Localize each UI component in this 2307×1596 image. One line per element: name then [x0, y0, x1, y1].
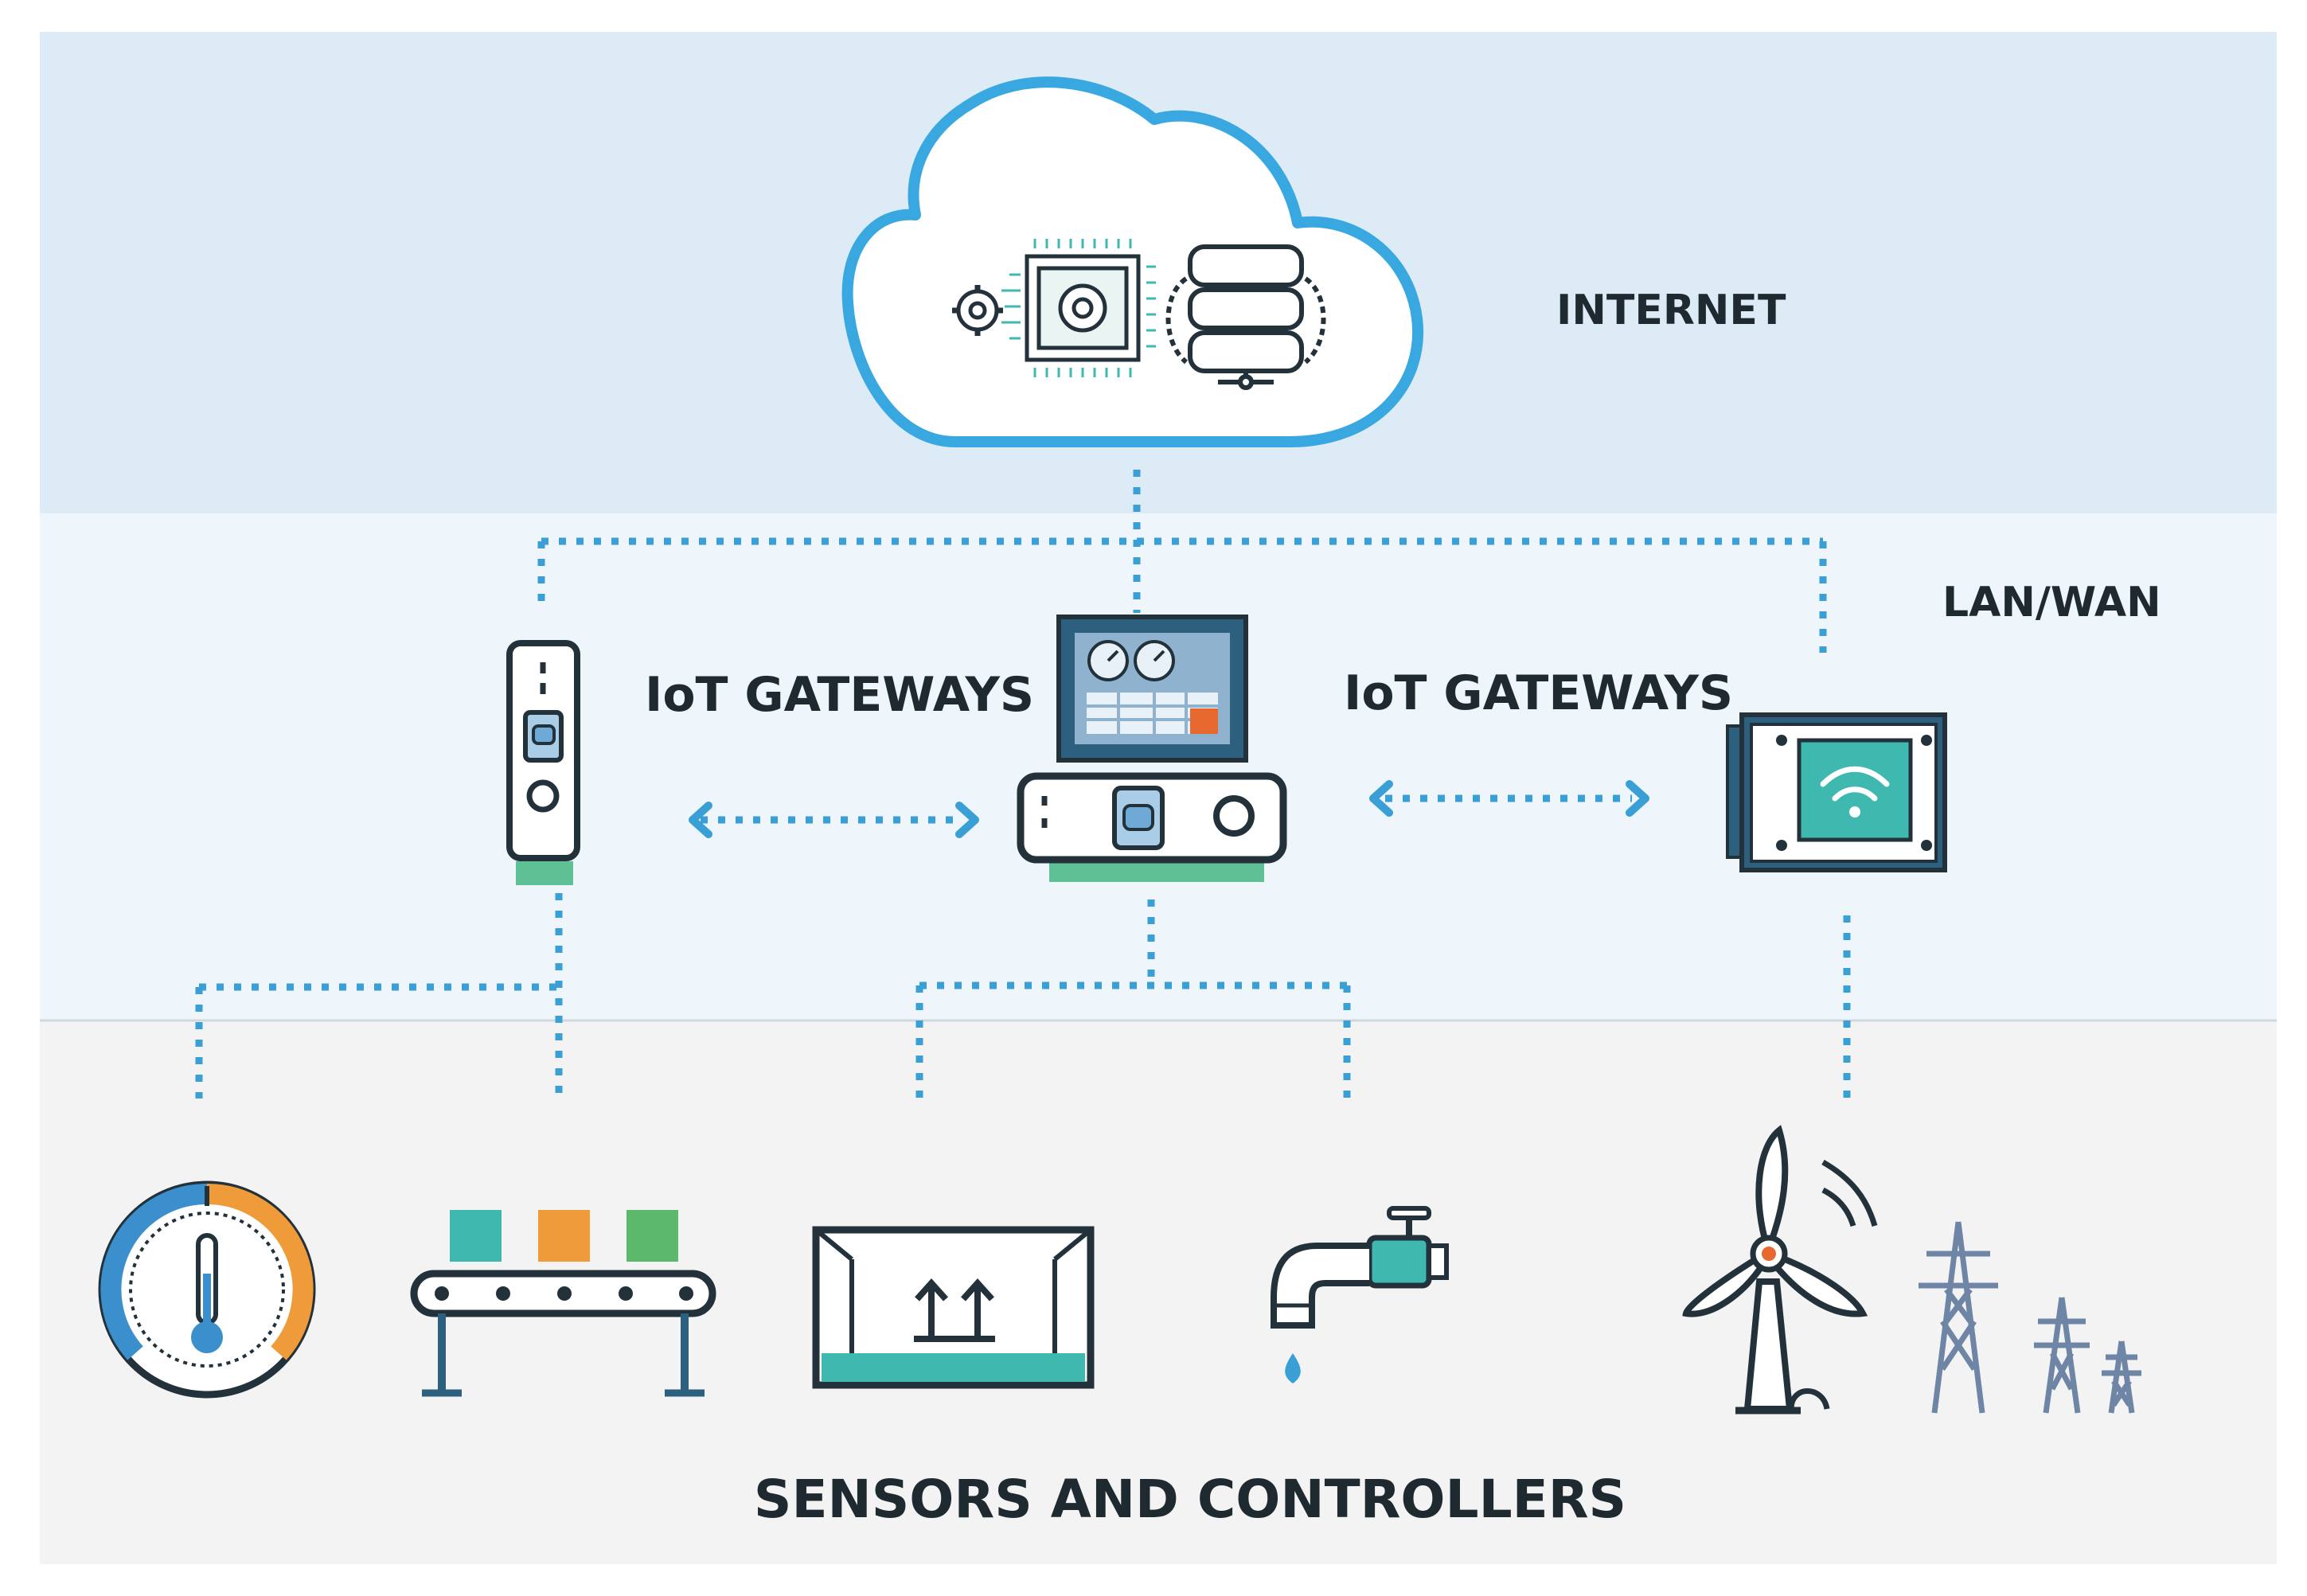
gear-icon [952, 285, 1003, 336]
container-box-icon [812, 1226, 1095, 1389]
processor-chip-icon [1001, 239, 1156, 377]
wind-turbine-icon [1682, 1125, 1878, 1415]
water-tap-icon [1271, 1206, 1449, 1383]
server-stack-icon [1165, 244, 1326, 390]
sensors-and-controllers-label: SENSORS AND CONTROLLERS [753, 1469, 1627, 1530]
internet-label: INTERNET [1556, 287, 1786, 334]
lan-wan-label: LAN/WAN [1942, 579, 2161, 626]
wifi-gateway-icon [1726, 712, 1947, 872]
temperature-gauge-icon [98, 1180, 316, 1399]
handheld-gateway-icon [506, 640, 580, 885]
connection-lines [195, 470, 1851, 1102]
hmi-panel-gateway-icon [1017, 615, 1287, 882]
iot-gateways-label-left: IoT GATEWAYS [645, 667, 1035, 723]
iot-gateways-label-right: IoT GATEWAYS [1344, 665, 1734, 721]
arrow-heads [689, 780, 1649, 838]
conveyor-belt-icon [410, 1210, 716, 1397]
power-pylon-icon [1919, 1221, 2141, 1414]
